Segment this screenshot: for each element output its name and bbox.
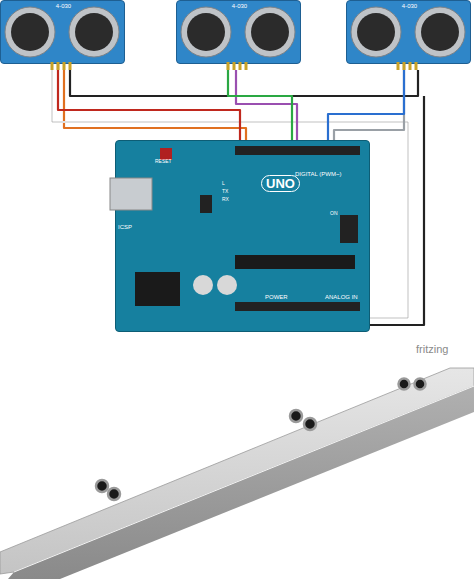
watermark: fritzing <box>416 343 448 355</box>
ultrasonic-sensor: 4-030 <box>0 0 125 64</box>
board-parts <box>115 140 370 332</box>
transducer-pair <box>346 0 471 72</box>
board-silkscreen: POWER <box>265 294 288 300</box>
signal-wire <box>328 64 404 140</box>
sensor-bar-photo <box>0 368 474 579</box>
board-silkscreen: ICSP <box>118 224 132 230</box>
board-silkscreen: RX <box>222 196 229 202</box>
arduino-board: UNO <box>115 140 370 332</box>
signal-wire <box>228 64 292 140</box>
board-silkscreen: TX <box>222 188 228 194</box>
board-silkscreen: ON <box>330 210 338 216</box>
part-marking: 4-030 <box>402 3 417 9</box>
board-silkscreen: L <box>222 180 225 186</box>
part-marking: 4-030 <box>232 3 247 9</box>
transducer-pair <box>176 0 301 72</box>
transducer-pair <box>0 0 125 72</box>
board-silkscreen: ANALOG IN <box>325 294 358 300</box>
ultrasonic-sensor: 4-030 <box>176 0 301 64</box>
board-logo: UNO <box>261 175 300 192</box>
board-silkscreen: RESET <box>155 158 172 164</box>
wire <box>70 70 418 96</box>
signal-wire <box>58 64 240 140</box>
ultrasonic-sensor: 4-030 <box>346 0 471 64</box>
part-marking: 4-030 <box>56 3 71 9</box>
board-silkscreen: DIGITAL (PWM~) <box>295 171 342 177</box>
